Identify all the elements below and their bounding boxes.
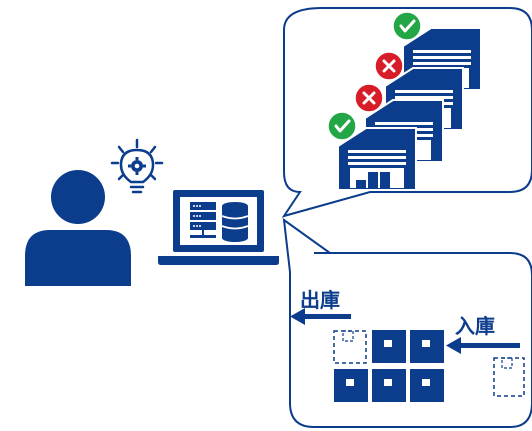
arrow-left-icon <box>290 308 351 325</box>
inventory-boxes <box>333 330 525 402</box>
label-receiving-in: 入庫 <box>455 314 495 338</box>
check-icon <box>392 11 422 41</box>
lightbulb-gear-icon <box>110 138 164 194</box>
label-shipping-out: 出庫 <box>300 288 340 312</box>
box-incoming-dashed <box>493 357 525 397</box>
gear-icon <box>128 157 146 175</box>
cross-icon <box>374 51 404 81</box>
warehouse-stack <box>327 11 482 191</box>
cross-icon <box>354 83 384 113</box>
box-outgoing-dashed <box>333 330 367 364</box>
warehouse-icon <box>337 127 417 191</box>
arrow-left-icon <box>446 337 520 354</box>
check-icon <box>327 111 357 141</box>
person-icon <box>25 170 131 286</box>
laptop-database-icon <box>158 190 279 265</box>
